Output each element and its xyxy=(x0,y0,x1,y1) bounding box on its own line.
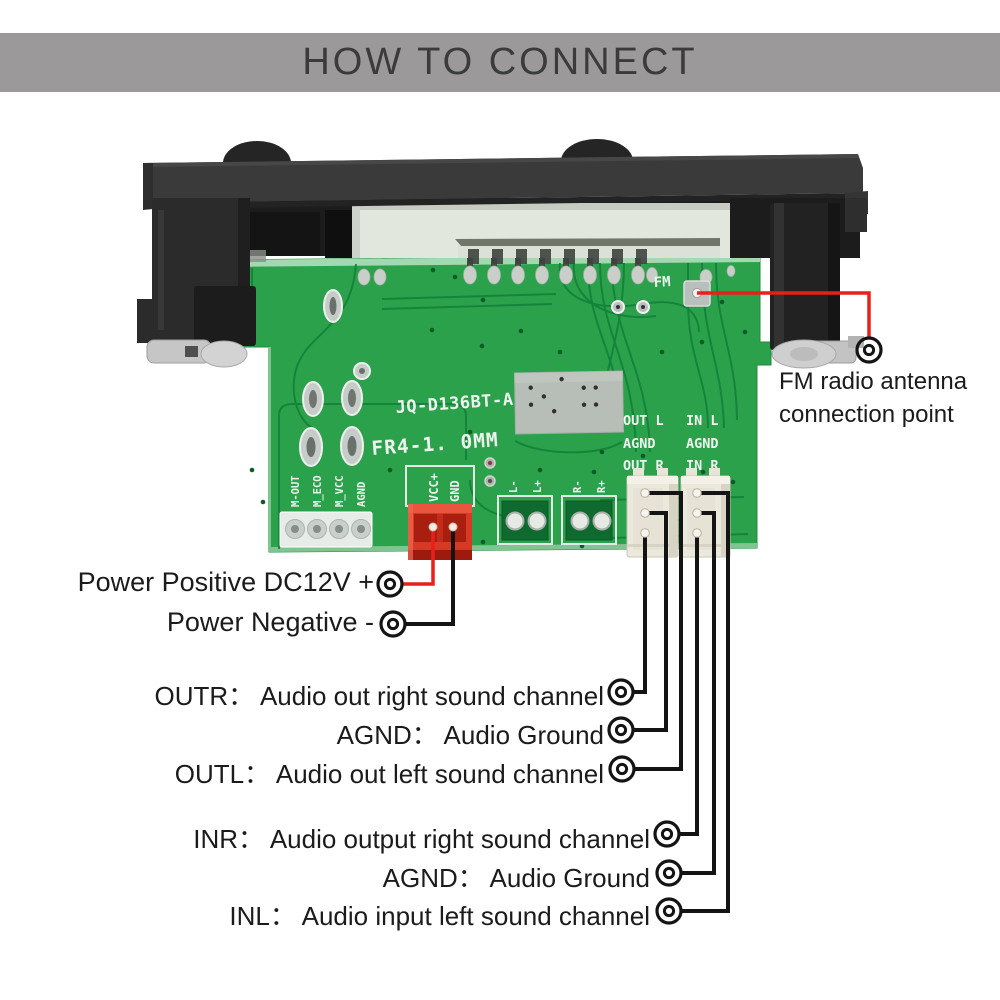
page-title: HOW TO CONNECT xyxy=(302,41,698,83)
annotation-lines-black xyxy=(406,491,730,913)
inl-label: INL： Audio input left sound channel xyxy=(229,901,650,931)
fm-antenna-label-line2: connection point xyxy=(779,401,954,428)
panel-top-slab xyxy=(143,154,863,203)
outr-label: OUTR： Audio out right sound channel xyxy=(154,681,604,711)
outr-target-icon xyxy=(607,678,635,706)
left-pot-body xyxy=(194,286,256,346)
speaker-connector-right: R- R+ xyxy=(561,480,617,545)
silk-l-pos: L+ xyxy=(532,480,544,493)
outl-label: OUTL： Audio out left sound channel xyxy=(174,759,604,789)
silk-m-vcc: M_VCC xyxy=(334,475,346,507)
annotation-lines-red xyxy=(403,291,871,586)
silk-vcc: VCC+ xyxy=(427,473,441,502)
silk-out-in-labels: OUT L AGND OUT R IN L AGND IN R xyxy=(623,413,719,474)
inr-label: INR： Audio output right sound channel xyxy=(193,824,650,854)
vias xyxy=(249,267,748,549)
silk-in-agnd: AGND xyxy=(686,436,719,452)
front-panel-assembly xyxy=(137,139,868,369)
silk-out-l: OUT L xyxy=(623,413,664,429)
inr-target-icon xyxy=(653,820,681,848)
agnd-in-label: AGND： Audio Ground xyxy=(382,863,650,893)
agnd-out-line xyxy=(634,511,668,732)
silk-l-neg: L- xyxy=(508,480,520,493)
fm-antenna-label-line1: FM radio antenna xyxy=(779,368,968,395)
mounting-brackets xyxy=(146,336,864,369)
sd-card-slot xyxy=(352,203,732,264)
round-pads xyxy=(299,289,650,487)
fm-antenna-label: FM radio antenna connection point xyxy=(779,365,967,431)
inl-target-icon xyxy=(655,897,683,925)
fm-target-icon xyxy=(855,336,883,364)
aux-pad-block: M-OUT M_ECO M_VCC AGND xyxy=(279,475,373,548)
silk-m-out: M-OUT xyxy=(290,475,302,507)
connector-pins xyxy=(428,488,702,538)
agnd-out-target-icon xyxy=(607,716,635,744)
power-positive-label: Power Positive DC12V + xyxy=(77,567,374,597)
agnd-out-label: AGND： Audio Ground xyxy=(336,720,604,750)
silk-agnd: AGND xyxy=(356,482,368,507)
inr-line xyxy=(680,533,699,836)
outr-line xyxy=(634,533,647,694)
agnd-in-target-icon xyxy=(655,859,683,887)
power-positive-target-icon xyxy=(376,570,404,598)
outl-target-icon xyxy=(608,755,636,783)
silk-r-neg: R- xyxy=(572,480,584,493)
inl-line xyxy=(682,491,730,913)
power-negative-line xyxy=(406,526,455,626)
pcb: FM JQ-D136BT-A FR4-1. 0MM OUT L AGND xyxy=(217,252,772,560)
right-pot-body xyxy=(770,203,840,350)
fm-line xyxy=(697,291,871,337)
power-negative-label: Power Negative - xyxy=(166,607,374,637)
silk-in-l: IN L xyxy=(686,413,719,429)
agnd-in-line xyxy=(682,511,716,875)
connection-target-icons xyxy=(376,336,883,925)
silk-r-pos: R+ xyxy=(596,480,608,493)
power-negative-target-icon xyxy=(379,610,407,638)
shield-footprint xyxy=(513,370,625,435)
silk-gnd: GND xyxy=(448,480,462,502)
audio-in-header xyxy=(680,468,731,558)
speaker-connector-left: L- L+ xyxy=(497,480,553,545)
outl-line xyxy=(635,491,683,771)
power-positive-line xyxy=(403,526,435,586)
silk-m-eco: M_ECO xyxy=(312,475,324,507)
silk-fm-label: FM xyxy=(653,274,671,291)
silk-out-agnd: AGND xyxy=(623,436,656,452)
title-bar: HOW TO CONNECT xyxy=(0,33,1000,92)
